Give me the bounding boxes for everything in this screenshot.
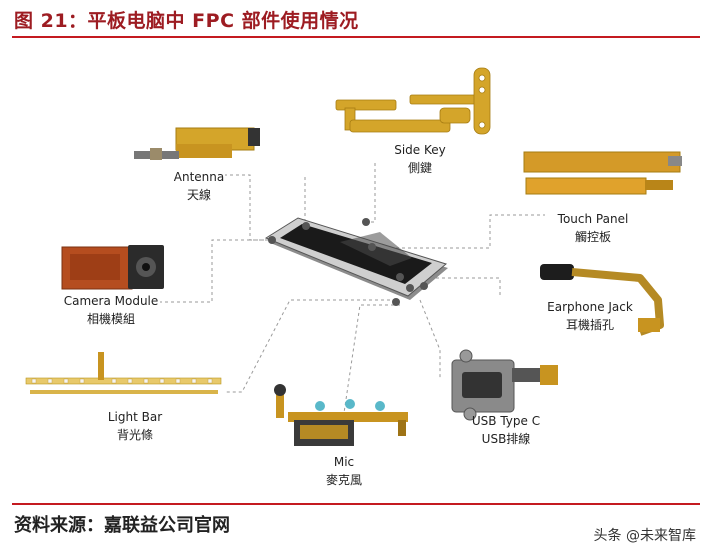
side-key-fpc: [335, 67, 491, 135]
side-key-label-zh: 側鍵: [407, 161, 432, 175]
antenna-fpc: [134, 127, 260, 160]
figure-title: 图 21：平板电脑中 FPC 部件使用情况: [14, 10, 359, 32]
usb-type-c-label-zh: USB排線: [481, 432, 531, 446]
mic-fpc: [274, 384, 408, 446]
mic-label-zh: 麥克風: [325, 473, 362, 487]
usb-type-c-label-en: USB Type C: [471, 414, 541, 428]
source-note: 资料来源：嘉联益公司官网: [14, 515, 230, 536]
label-usb-type-c: USB Type C USB排線: [466, 412, 546, 448]
connector-lines: [160, 160, 545, 441]
label-mic: Mic 麥克風: [304, 453, 384, 489]
touch-panel-label-zh: 觸控板: [574, 230, 611, 244]
fpc-diagram: [25, 67, 682, 446]
earphone-jack-label-zh: 耳機插孔: [565, 318, 614, 332]
light-bar-label-en: Light Bar: [107, 410, 163, 424]
mic-label-en: Mic: [333, 455, 355, 469]
light-bar-label-zh: 背光條: [116, 428, 153, 442]
label-side-key: Side Key 側鍵: [385, 141, 455, 177]
side-key-label-en: Side Key: [394, 143, 446, 157]
camera-module-fpc: [61, 245, 164, 290]
touch-panel-label-en: Touch Panel: [557, 212, 629, 226]
earphone-jack-fpc: [540, 264, 664, 336]
title-rule: [12, 36, 700, 38]
label-light-bar: Light Bar 背光條: [70, 408, 200, 444]
light-bar-fpc: [25, 352, 222, 394]
camera-module-label-en: Camera Module: [63, 294, 159, 308]
touch-panel-fpc: [523, 151, 682, 195]
source-rule: [12, 503, 700, 505]
earphone-jack-label-en: Earphone Jack: [547, 300, 633, 314]
label-camera-module: Camera Module 相機模組: [56, 292, 166, 328]
antenna-label-zh: 天線: [186, 188, 211, 202]
label-touch-panel: Touch Panel 觸控板: [548, 210, 638, 246]
label-earphone-jack: Earphone Jack 耳機插孔: [540, 298, 640, 334]
tablet-device: [264, 217, 448, 306]
label-antenna: Antenna 天線: [164, 168, 234, 204]
camera-module-label-zh: 相機模組: [86, 312, 135, 326]
antenna-label-en: Antenna: [173, 170, 225, 184]
usb-type-c-fpc: [451, 349, 558, 421]
watermark: 头条 @未来智库: [593, 528, 696, 544]
